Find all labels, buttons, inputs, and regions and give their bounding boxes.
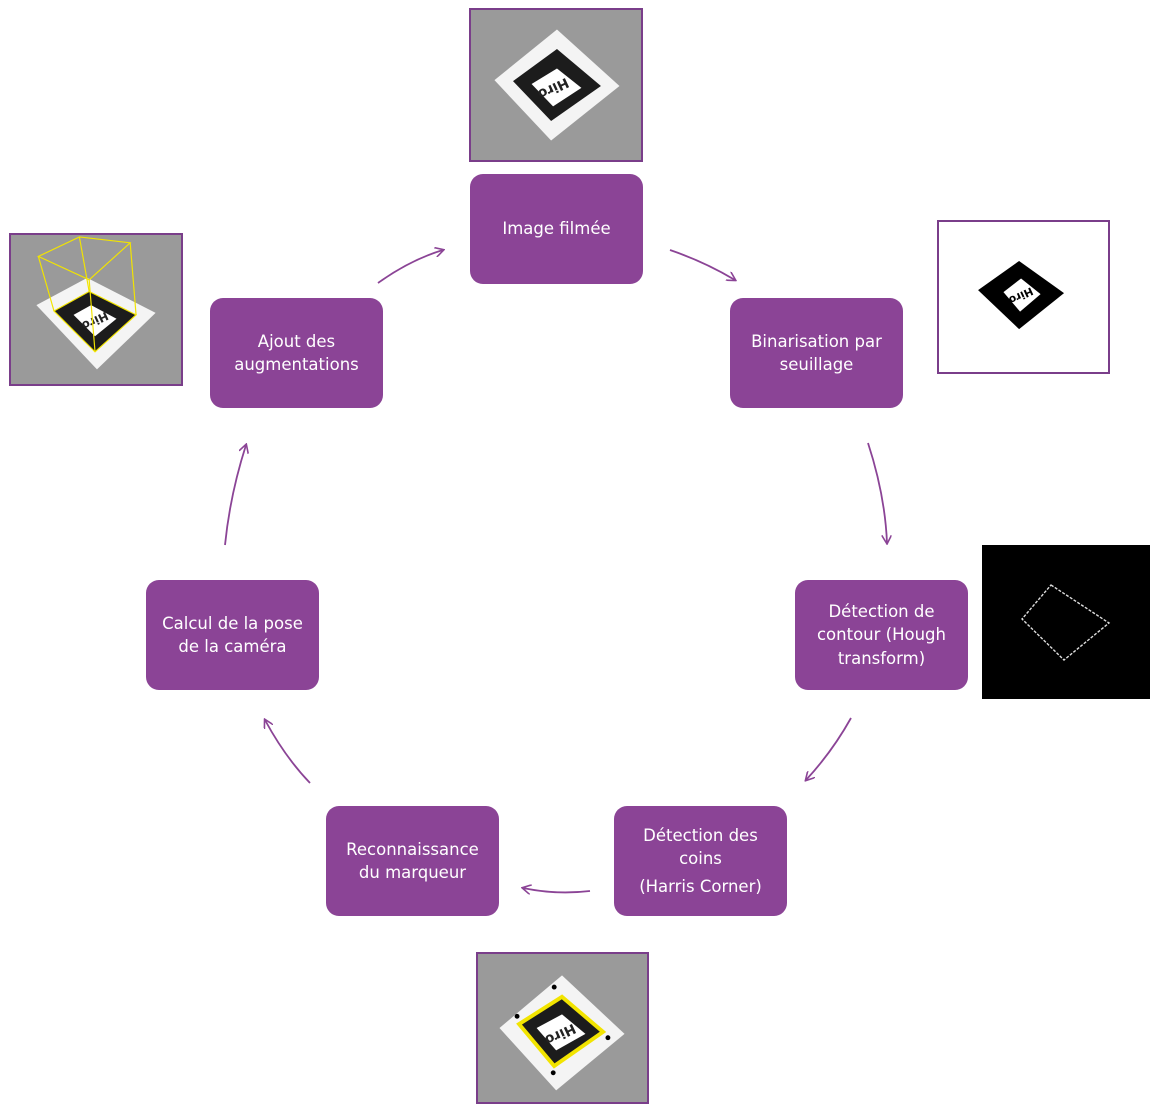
node-reconnaissance-text: Reconnaissance du marqueur [346,838,479,885]
node-line: augmentations [234,355,359,374]
node-image-filmee-text: Image filmée [502,217,610,240]
marker-with-yellow-corner-outline-icon: Hiro [478,954,647,1102]
node-ajout-augmentations: Ajout des augmentations [210,298,383,408]
node-detection-coins: Détection des coins (Harris Corner) [614,806,787,916]
arrow-contour-to-coins [806,717,852,780]
node-line: Ajout des [257,331,336,351]
node-line: Image filmée [502,219,611,239]
node-line: seuillage [779,355,854,374]
arrow-coins-to-reconnaissance [523,888,591,892]
arrow-reconnaissance-to-pose [265,720,311,784]
node-binarisation-text: Binarisation par seuillage [751,330,882,377]
thumbnail-contour [982,545,1150,699]
node-detection-coins-text: Détection des coins (Harris Corner) [639,824,762,898]
node-line: Reconnaissance [346,839,479,859]
thumbnail-binarized: Hiro [937,220,1110,374]
node-detection-contour-text: Détection de contour (Hough transform) [817,600,946,670]
node-line: Détection de [828,601,935,621]
node-line: du marqueur [358,863,467,882]
node-detection-contour: Détection de contour (Hough transform) [795,580,968,690]
thumbnail-corners: Hiro [476,952,649,1104]
node-line: Calcul de la pose [162,613,303,633]
node-binarisation: Binarisation par seuillage [730,298,903,408]
arrow-binarisation-to-contour [867,442,887,543]
arrow-augmentations-to-image [377,250,443,284]
node-line: contour (Hough [816,625,946,645]
thumbnail-original-photo: Hiro [469,8,643,162]
node-calcul-pose: Calcul de la pose de la caméra [146,580,319,690]
node-calcul-pose-text: Calcul de la pose de la caméra [162,612,303,659]
arrow-pose-to-augmentations [224,445,246,546]
node-line-extra: (Harris Corner) [639,876,762,896]
node-line: Détection des [643,825,758,845]
node-image-filmee: Image filmée [470,174,643,284]
binarized-marker-image-icon: Hiro [939,222,1108,372]
node-reconnaissance: Reconnaissance du marqueur [326,806,499,916]
thumbnail-augmented: Hiro [9,233,183,386]
node-line: Binarisation par [751,331,882,351]
edge-contour-image-icon [982,545,1150,699]
node-line: coins [679,849,722,869]
arrow-image-to-binarisation [669,249,735,280]
camera-photo-of-hiro-marker-icon: Hiro [471,10,641,160]
node-line: transform) [837,648,926,668]
marker-with-yellow-wireframe-cube-icon: Hiro [11,235,181,384]
node-ajout-augmentations-text: Ajout des augmentations [234,330,359,377]
node-line: de la caméra [178,637,287,656]
